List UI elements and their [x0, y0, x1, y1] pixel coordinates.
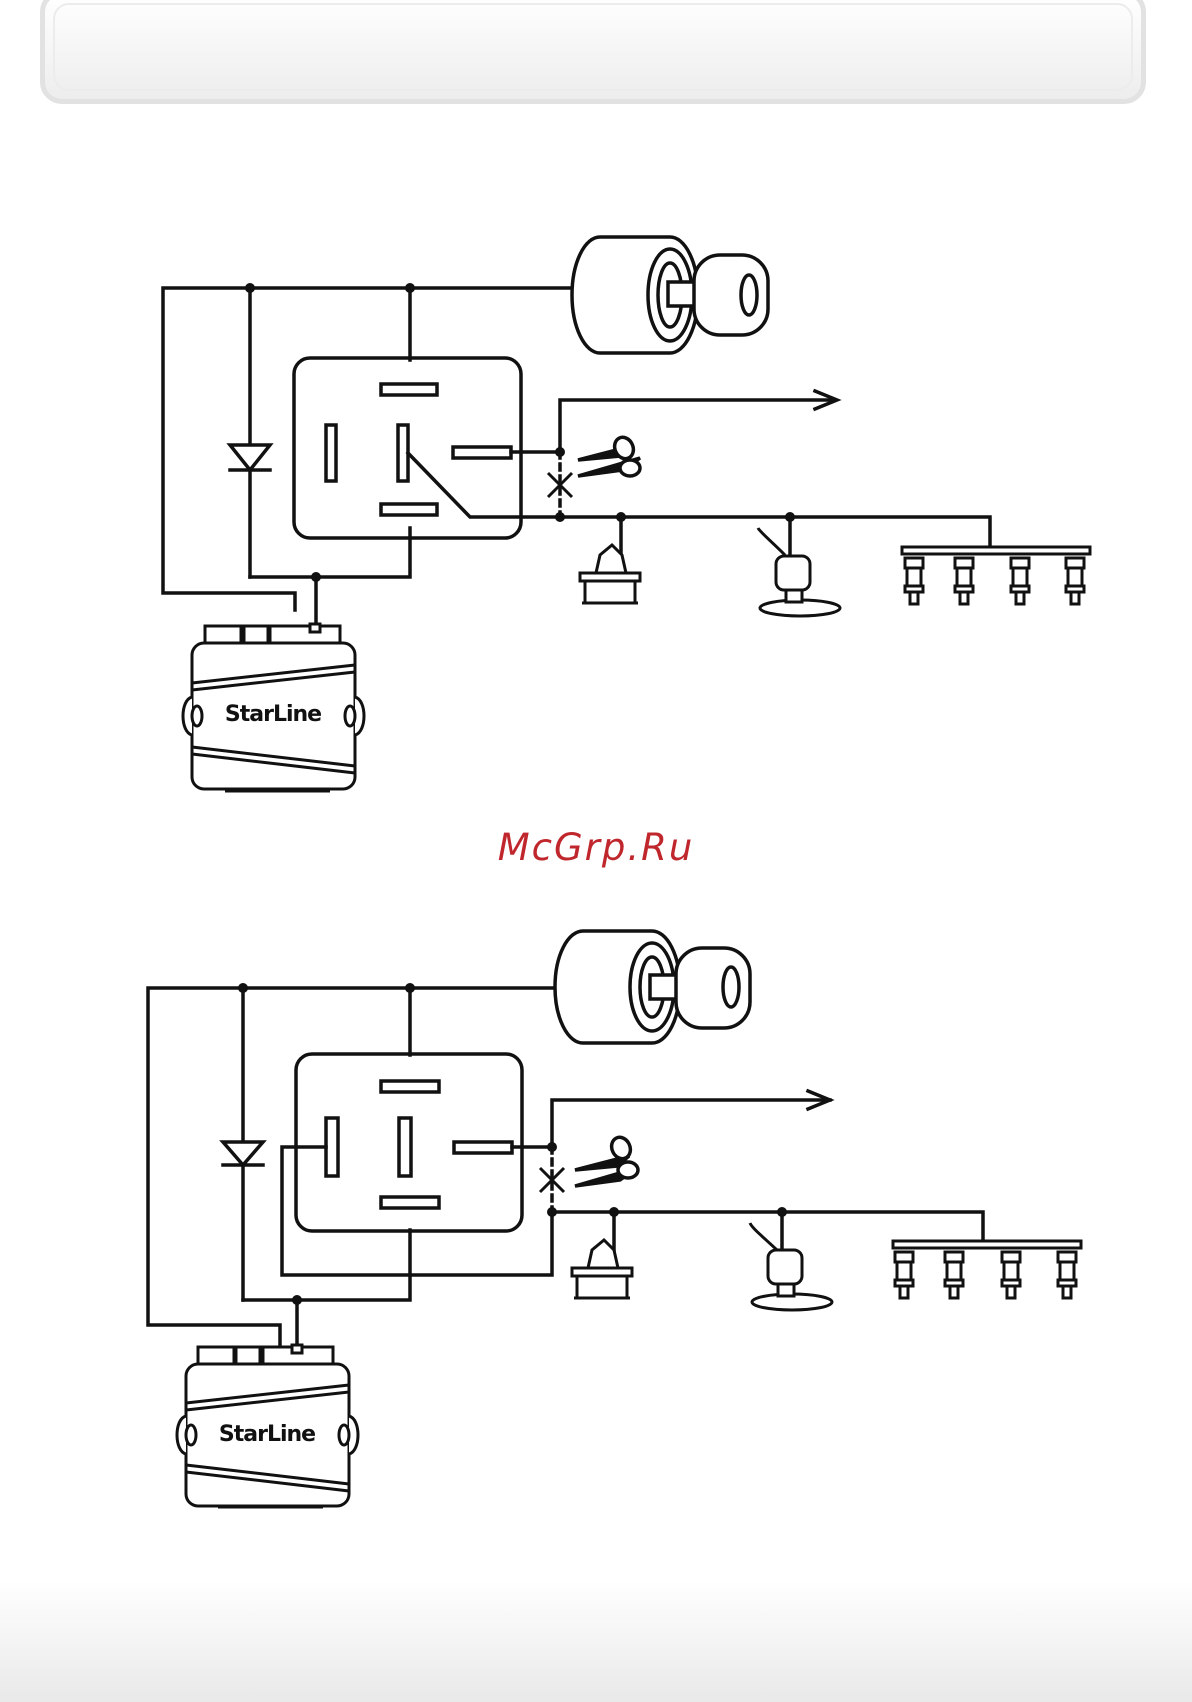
- relay-pin-bottom: [381, 504, 437, 515]
- wire-relay-coil: [250, 528, 410, 577]
- wire-to-injectors: [552, 1212, 983, 1243]
- fuel-injector-rail-icon: [902, 547, 1090, 604]
- diode-symbol: [230, 445, 270, 470]
- footer-band: [0, 1580, 1192, 1702]
- injector-3: [1002, 1252, 1020, 1298]
- wire-ignition-loop: [163, 288, 577, 610]
- injector-3: [1011, 558, 1029, 604]
- injector-2: [955, 558, 973, 604]
- wiring-diagram-top: StarLine: [0, 0, 1192, 820]
- scissors-icon: [575, 1134, 638, 1186]
- wiring-diagram-bottom: StarLine: [0, 860, 1192, 1520]
- brand-label: StarLine: [225, 702, 321, 727]
- injector-1: [905, 558, 923, 604]
- relay-pin-top: [381, 1081, 439, 1092]
- relay-pin-left: [326, 425, 336, 481]
- brand-label: StarLine: [219, 1422, 315, 1447]
- wire-relay-bridge: [282, 1147, 552, 1275]
- injector-2: [945, 1252, 963, 1298]
- wire-to-load: [512, 1100, 830, 1147]
- relay-pin-left: [326, 1118, 338, 1176]
- relay-pin-right: [454, 1142, 512, 1153]
- injector-1: [895, 1252, 913, 1298]
- ignition-coil-icon: [572, 1240, 632, 1298]
- injector-4: [1066, 558, 1084, 604]
- scissors-icon: [578, 434, 640, 476]
- diode-symbol: [223, 1142, 263, 1165]
- fuel-injector-rail-icon: [893, 1241, 1081, 1298]
- fuel-pump-icon: [758, 528, 840, 616]
- wire-relay-coil: [243, 1230, 410, 1300]
- relay-pin-right: [453, 447, 511, 458]
- relay-pin-mid: [399, 1118, 411, 1176]
- ignition-switch-icon: [555, 931, 750, 1043]
- ignition-switch-icon: [572, 237, 768, 353]
- wire-to-load: [511, 400, 835, 452]
- injector-4: [1058, 1252, 1076, 1298]
- ignition-coil-icon: [580, 545, 640, 603]
- fuel-pump-icon: [750, 1223, 832, 1310]
- relay-pin-top: [381, 384, 437, 395]
- relay-pin-bottom: [381, 1197, 439, 1208]
